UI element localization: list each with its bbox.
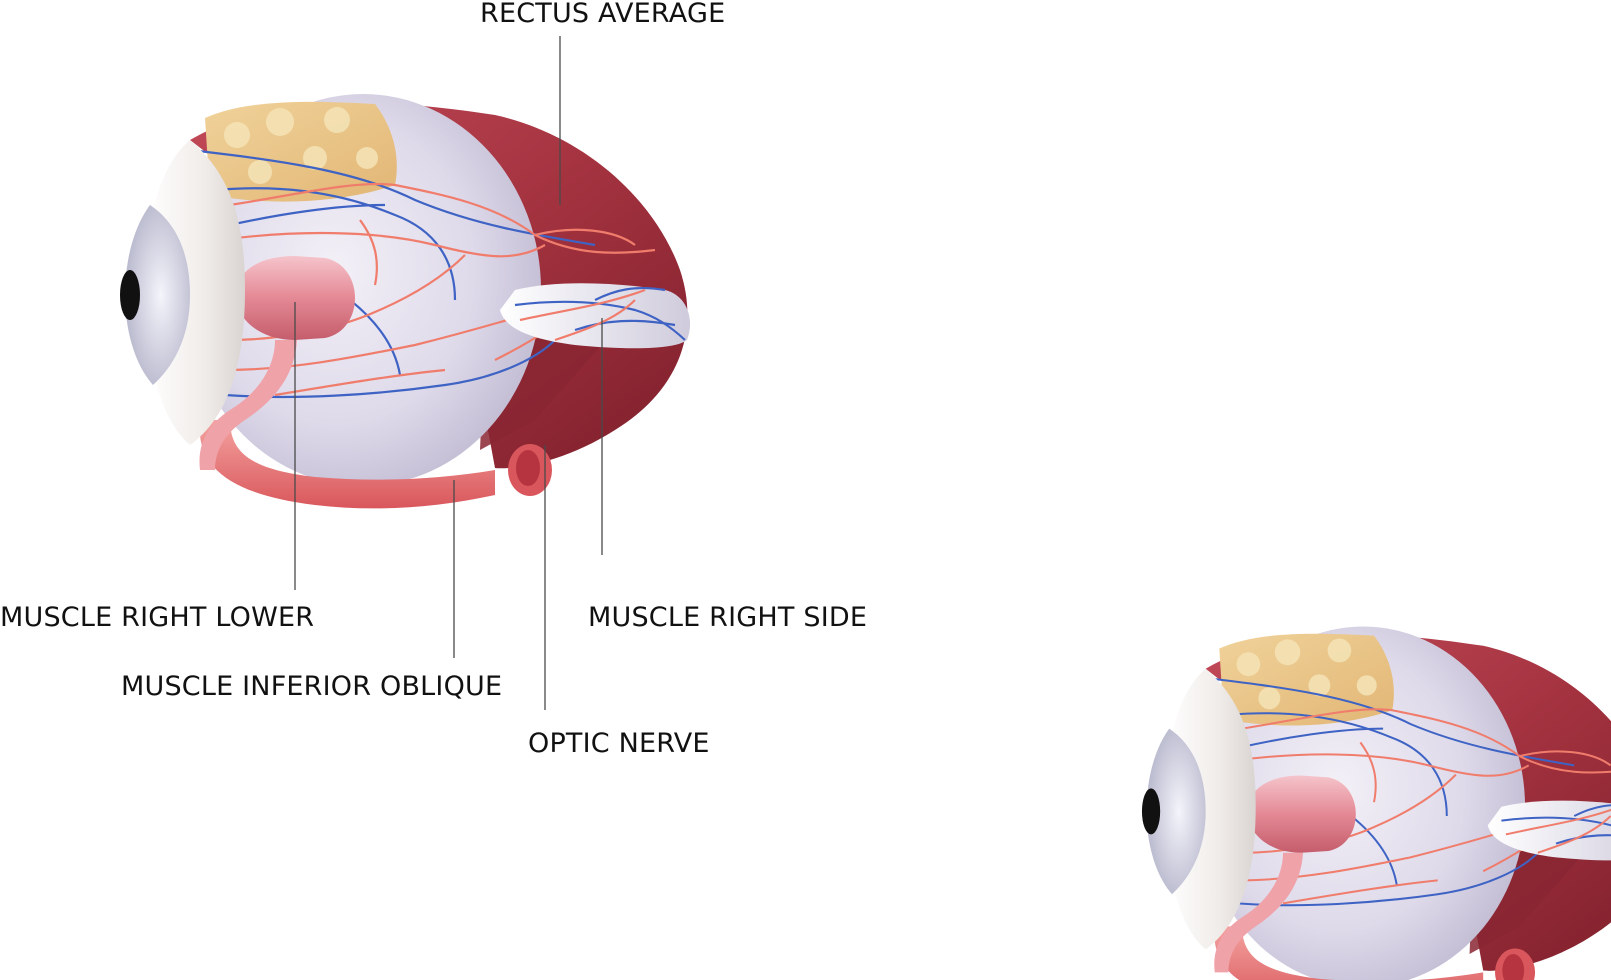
label-optic-nerve: OPTIC NERVE [528, 728, 710, 759]
label-rectus-average: RECTUS AVERAGE [480, 0, 725, 29]
label-muscle-right-side: MUSCLE RIGHT SIDE [588, 602, 867, 633]
label-muscle-inferior-oblique: MUSCLE INFERIOR OBLIQUE [121, 671, 502, 702]
eye-illustration-secondary [1140, 625, 1611, 980]
label-muscle-right-lower: MUSCLE RIGHT LOWER [0, 602, 314, 633]
eye-illustration-main [118, 92, 692, 510]
